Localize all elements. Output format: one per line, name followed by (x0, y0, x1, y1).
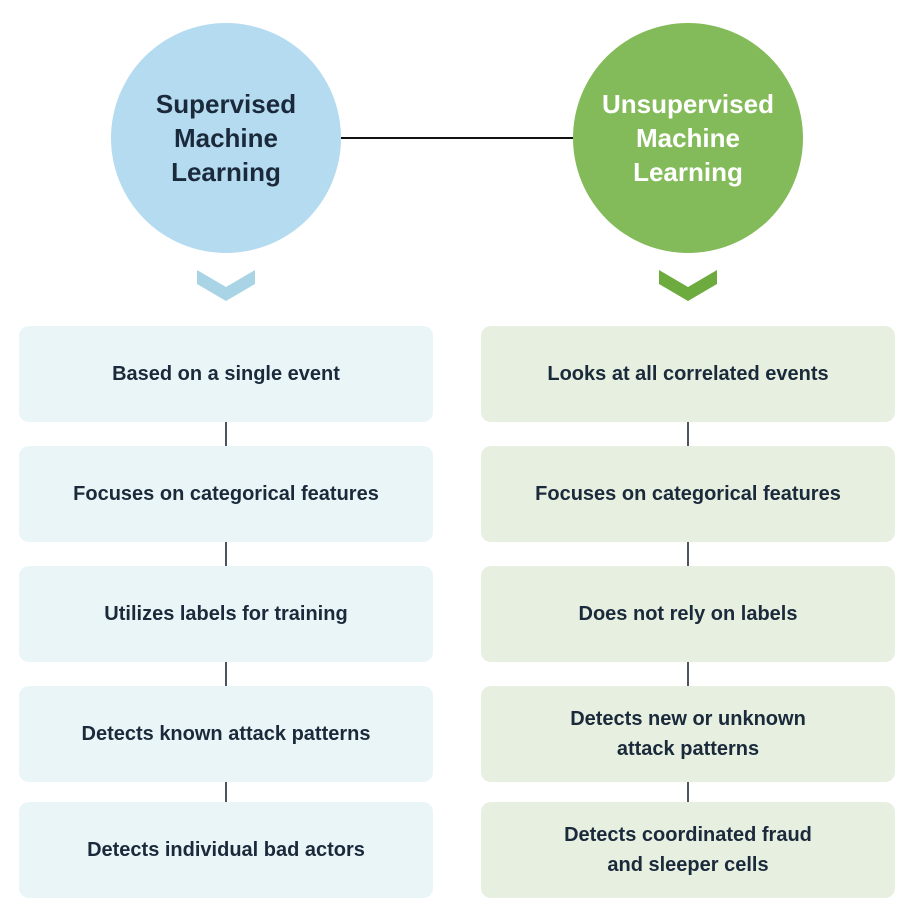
unsupervised-item-2: Focuses on categorical features (481, 446, 895, 542)
unsupervised-chevron-down-icon (659, 270, 717, 301)
unsupervised-item-3: Does not rely on labels (481, 566, 895, 662)
unsupervised-connector-2 (687, 542, 689, 566)
supervised-item-2: Focuses on categorical features (19, 446, 433, 542)
supervised-chevron-down-icon (197, 270, 255, 301)
unsupervised-item-5: Detects coordinated fraud and sleeper ce… (481, 802, 895, 898)
supervised-item-1: Based on a single event (19, 326, 433, 422)
supervised-connector-2 (225, 542, 227, 566)
unsupervised-circle: Unsupervised Machine Learning (573, 23, 803, 253)
supervised-item-3: Utilizes labels for training (19, 566, 433, 662)
supervised-item-4: Detects known attack patterns (19, 686, 433, 782)
unsupervised-title: Unsupervised Machine Learning (602, 89, 774, 187)
supervised-connector-1 (225, 422, 227, 446)
supervised-item-5: Detects individual bad actors (19, 802, 433, 898)
circle-connector-line (341, 137, 573, 139)
unsupervised-connector-4 (687, 782, 689, 806)
supervised-connector-3 (225, 662, 227, 686)
unsupervised-item-1: Looks at all correlated events (481, 326, 895, 422)
unsupervised-connector-3 (687, 662, 689, 686)
unsupervised-connector-1 (687, 422, 689, 446)
supervised-title: Supervised Machine Learning (155, 89, 297, 187)
supervised-circle: Supervised Machine Learning (111, 23, 341, 253)
unsupervised-item-4: Detects new or unknown attack patterns (481, 686, 895, 782)
supervised-connector-4 (225, 782, 227, 806)
